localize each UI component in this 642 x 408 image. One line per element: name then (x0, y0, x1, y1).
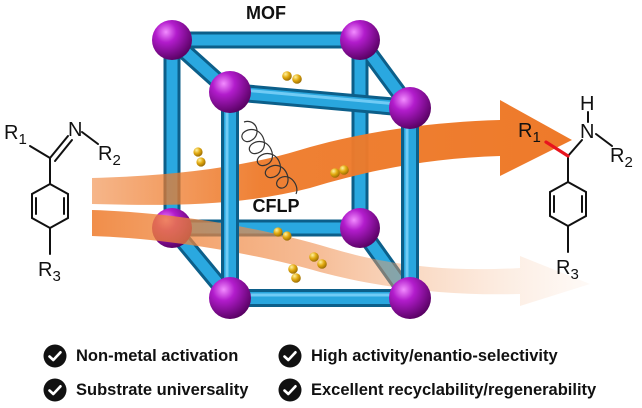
cflp-coil (241, 120, 298, 195)
feature-text: Non-metal activation (76, 346, 239, 365)
product-h: H (580, 93, 594, 115)
feature-text: Substrate universality (76, 380, 249, 399)
product-r1: R1 (518, 120, 541, 146)
mof-label: MOF (246, 3, 286, 23)
product-r3: R3 (556, 257, 579, 283)
mof-node-front (209, 71, 431, 319)
checkmark-icon (43, 344, 67, 368)
reactant-r1: R1 (4, 122, 27, 148)
new-bond-highlight (544, 140, 570, 158)
product-n: N (580, 121, 594, 143)
reactant-n: N (68, 119, 82, 141)
feature-item: High activity/enantio-selectivity (278, 340, 558, 372)
product-amine (549, 111, 613, 253)
reactant-imine (29, 131, 99, 255)
lower-flow-arrow (92, 210, 590, 306)
reactant-r2: R2 (98, 143, 121, 169)
reactant-r3: R3 (38, 259, 61, 285)
checkmark-icon (278, 344, 302, 368)
feature-text: Excellent recyclability/regenerability (311, 380, 597, 399)
mof-cflp-scheme: MOF CFLP R1 N R2 R3 (4, 3, 633, 319)
cflp-label: CFLP (253, 196, 300, 216)
gold-particles (193, 71, 349, 283)
product-r2: R2 (610, 145, 633, 171)
feature-item: Substrate universality (43, 374, 248, 406)
upper-flow-arrow (92, 100, 572, 205)
checkmark-icon (43, 378, 67, 402)
checkmark-icon (278, 378, 302, 402)
feature-item: Non-metal activation (43, 340, 238, 372)
feature-item: Excellent recyclability/regenerability (278, 374, 596, 406)
feature-list: Non-metal activation High activity/enant… (0, 326, 642, 408)
feature-text: High activity/enantio-selectivity (311, 346, 558, 365)
